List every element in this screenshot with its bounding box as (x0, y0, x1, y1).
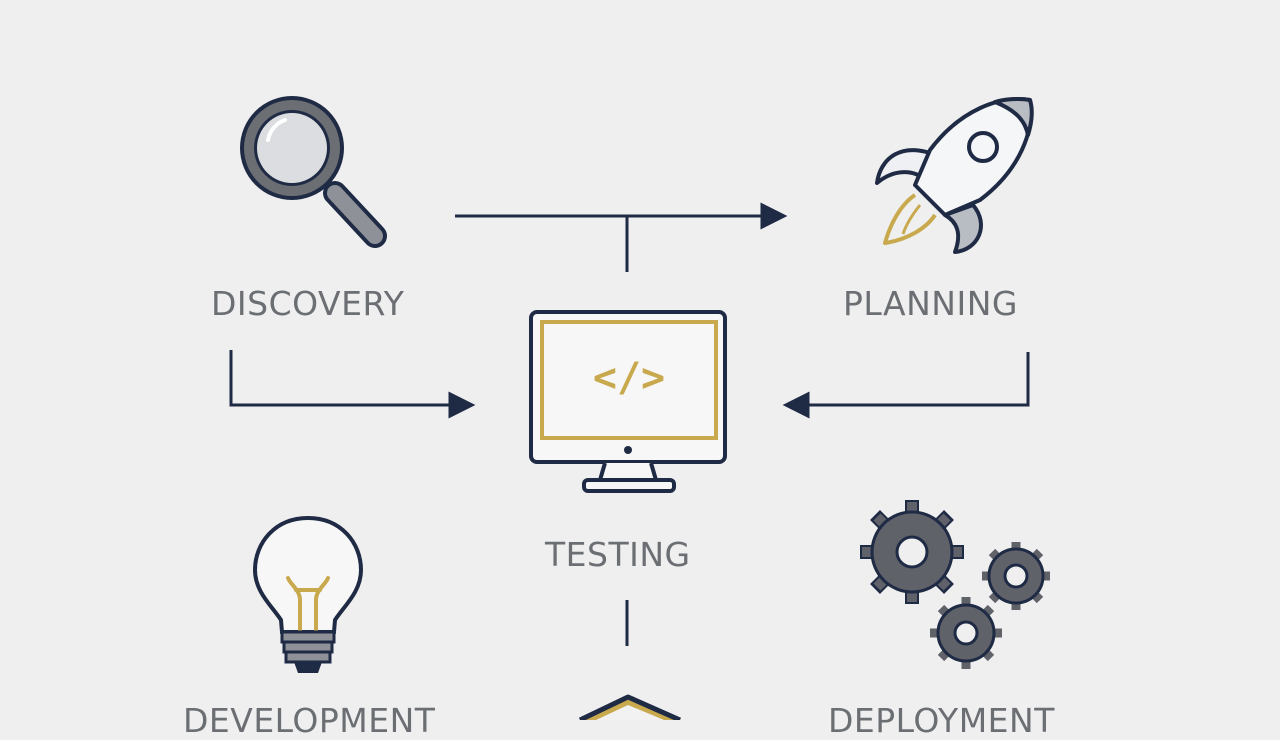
box-icon (578, 694, 682, 720)
process-diagram: </> (229, 96, 1050, 720)
label-planning: PLANNING (843, 284, 1018, 323)
label-development: DEVELOPMENT (183, 701, 436, 740)
gears-icon (860, 500, 1050, 669)
connector-right (782, 352, 1030, 419)
connector-top (455, 202, 788, 272)
connector-left (229, 350, 476, 419)
monitor-code-icon: </> (529, 310, 727, 493)
label-testing: TESTING (545, 535, 691, 574)
code-glyph: </> (593, 355, 665, 401)
magnifying-glass-icon (240, 96, 387, 248)
lightbulb-icon (252, 515, 364, 673)
label-discovery: DISCOVERY (211, 284, 405, 323)
rocket-icon (875, 96, 1034, 254)
label-deployment: DEPLOYMENT (828, 701, 1055, 740)
